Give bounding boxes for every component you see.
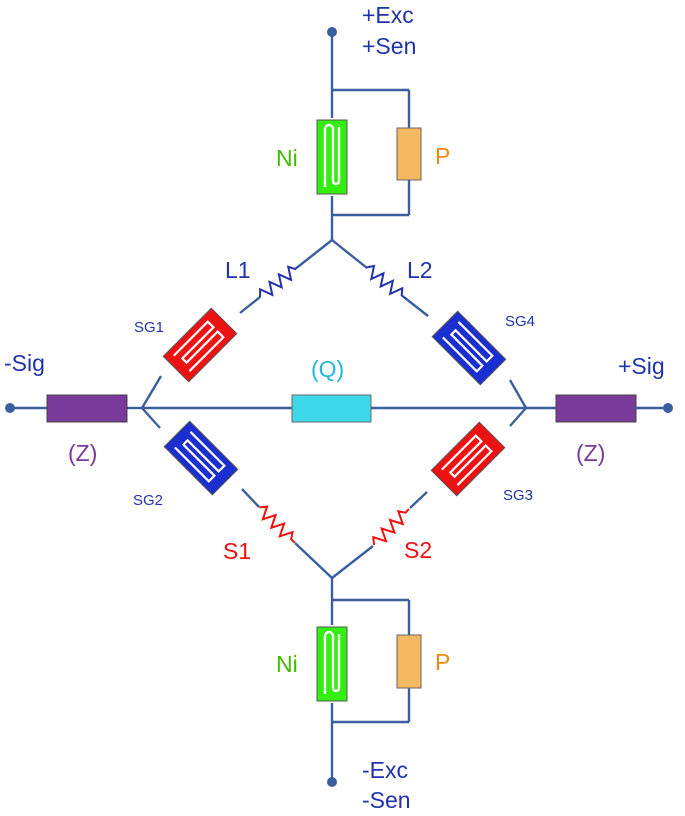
label-sg1: SG1 xyxy=(134,319,164,336)
label-plus-sen: +Sen xyxy=(362,33,416,59)
label-minus-sen: -Sen xyxy=(362,787,411,813)
p-resistor-top xyxy=(396,127,422,181)
label-plus-sig: +Sig xyxy=(618,353,665,379)
wiring xyxy=(10,32,668,782)
strain-gauge-sg3 xyxy=(430,421,506,497)
terminal-bottom-dot xyxy=(327,777,337,787)
label-minus-exc: -Exc xyxy=(362,757,408,783)
q-resistor xyxy=(291,394,372,423)
label-p-top: P xyxy=(435,143,450,169)
terminal-left-dot xyxy=(5,403,15,413)
label-s2: S2 xyxy=(404,537,432,563)
ni-resistor-top xyxy=(315,118,349,196)
z-resistor-right xyxy=(555,394,637,423)
strain-gauge-sg2 xyxy=(163,420,239,496)
label-sg4: SG4 xyxy=(505,313,535,330)
strain-gauge-sg4 xyxy=(431,310,507,386)
label-p-bottom: P xyxy=(435,649,450,675)
coil-l2 xyxy=(366,264,407,300)
label-sg3: SG3 xyxy=(503,487,533,504)
terminal-top-dot xyxy=(327,27,337,37)
label-l1: L1 xyxy=(225,257,251,283)
label-q: (Q) xyxy=(311,356,344,382)
label-sg2: SG2 xyxy=(133,492,163,509)
z-resistor-left xyxy=(46,394,128,423)
coil-s1 xyxy=(259,505,296,544)
label-z-right: (Z) xyxy=(576,440,605,466)
coil-l1 xyxy=(258,265,300,298)
label-ni-top: Ni xyxy=(276,145,298,171)
ni-resistor-bottom xyxy=(315,625,349,703)
p-resistor-bottom xyxy=(396,634,422,689)
label-minus-sig: -Sig xyxy=(4,350,45,376)
coil-s2 xyxy=(372,508,410,546)
label-z-left: (Z) xyxy=(68,440,97,466)
label-ni-bottom: Ni xyxy=(276,651,298,677)
label-plus-exc: +Exc xyxy=(362,2,414,28)
terminal-right-dot xyxy=(663,403,673,413)
label-s1: S1 xyxy=(223,538,251,564)
strain-gauge-sg1 xyxy=(162,307,238,383)
label-l2: L2 xyxy=(407,257,433,283)
